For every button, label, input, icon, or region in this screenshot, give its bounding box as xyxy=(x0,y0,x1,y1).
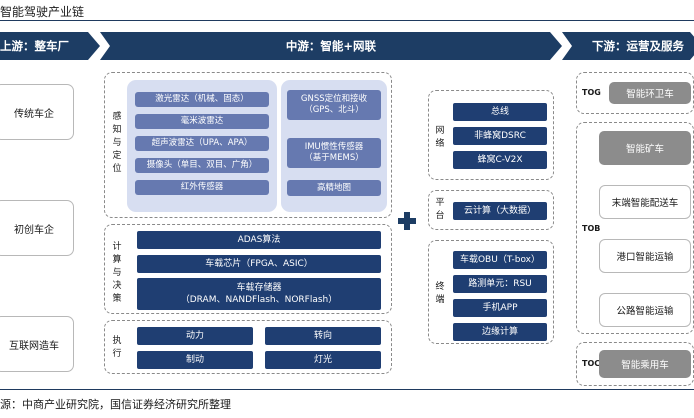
tog-tag: TOG xyxy=(582,88,601,97)
tob-group: TOB 智能矿车 末端智能配送车 港口智能运输 公路智能运输 xyxy=(576,122,694,334)
positioning-hdmap: 高精地图 xyxy=(287,180,381,196)
terminal-obu: 车载OBU（T-box） xyxy=(453,251,547,269)
positioning-imu: IMU惯性传感器 （基于MEMS） xyxy=(287,138,381,168)
sensor-infrared: 红外传感器 xyxy=(135,180,269,195)
platform-label: 平台 xyxy=(435,198,445,221)
compute-storage: 车载存储器 （DRAM、NANDFlash、NORFlash） xyxy=(137,278,381,310)
bottom-divider xyxy=(0,389,694,390)
positioning-panel: GNSS定位和接收 （GPS、北斗） IMU惯性传感器 （基于MEMS） 高精地… xyxy=(281,80,387,212)
header-upstream-label: 上游：整车厂 xyxy=(0,39,69,53)
sensor-panel: 激光雷达（机械、固态） 毫米波雷达 超声波雷达（UPA、APA） 摄像头（单目、… xyxy=(127,80,277,212)
network-cv2x: 蜂窝C-V2X xyxy=(453,151,547,169)
toc-passenger: 智能乘用车 xyxy=(599,350,691,378)
tog-group: TOG 智能环卫车 xyxy=(576,72,694,114)
header-downstream: 下游：运营及服务 xyxy=(562,32,694,60)
compute-label: 计算与决策 xyxy=(112,242,122,304)
network-dsrc: 非蜂窝DSRC xyxy=(453,127,547,145)
upstream-traditional: 传统车企 xyxy=(0,84,74,140)
terminal-app: 手机APP xyxy=(453,299,547,317)
positioning-gnss: GNSS定位和接收 （GPS、北斗） xyxy=(287,90,381,120)
sensor-ultrasonic: 超声波雷达（UPA、APA） xyxy=(135,136,269,151)
plus-icon xyxy=(398,212,416,230)
compute-chip: 车载芯片（FPGA、ASIC） xyxy=(137,255,381,273)
terminal-edge: 边缘计算 xyxy=(453,323,547,341)
network-bus: 总线 xyxy=(453,103,547,121)
compute-adas: ADAS算法 xyxy=(137,231,381,249)
terminal-label: 终端 xyxy=(435,282,445,305)
execution-steering: 转向 xyxy=(265,327,381,345)
top-divider xyxy=(0,20,694,21)
terminal-rsu: 路测单元：RSU xyxy=(453,275,547,293)
network-group: 网络 总线 非蜂窝DSRC 蜂窝C-V2X xyxy=(428,90,554,180)
execution-group: 执行 动力 转向 制动 灯光 xyxy=(104,320,392,374)
tog-sanitation: 智能环卫车 xyxy=(609,82,691,104)
figure-title: 智能驾驶产业链 xyxy=(0,5,85,19)
tob-tag: TOB xyxy=(582,224,601,233)
execution-light: 灯光 xyxy=(265,351,381,369)
perception-label: 感知与定位 xyxy=(112,112,122,174)
toc-tag: TOC xyxy=(582,359,601,368)
tob-port: 港口智能运输 xyxy=(599,239,691,273)
execution-power: 动力 xyxy=(137,327,253,345)
execution-label: 执行 xyxy=(112,336,122,359)
upstream-startup: 初创车企 xyxy=(0,200,74,256)
header-midstream-label: 中游：智能+网联 xyxy=(285,39,377,53)
platform-cloud: 云计算（大数据） xyxy=(453,202,547,220)
header-midstream: 中游：智能+网联 xyxy=(100,32,562,60)
upstream-internet-label: 互联网造车 xyxy=(9,340,59,352)
tob-delivery: 末端智能配送车 xyxy=(599,185,691,219)
terminal-group: 终端 车载OBU（T-box） 路测单元：RSU 手机APP 边缘计算 xyxy=(428,240,554,344)
tob-highway: 公路智能运输 xyxy=(599,293,691,327)
upstream-internet: 互联网造车 xyxy=(0,316,74,372)
upstream-traditional-label: 传统车企 xyxy=(14,108,54,120)
platform-group: 平台 云计算（大数据） xyxy=(428,190,554,230)
compute-group: 计算与决策 ADAS算法 车载芯片（FPGA、ASIC） 车载存储器 （DRAM… xyxy=(104,224,392,314)
tob-mining: 智能矿车 xyxy=(599,131,691,165)
perception-group: 感知与定位 激光雷达（机械、固态） 毫米波雷达 超声波雷达（UPA、APA） 摄… xyxy=(104,72,392,218)
header-downstream-label: 下游：运营及服务 xyxy=(592,39,684,53)
sensor-mmwave: 毫米波雷达 xyxy=(135,114,269,129)
upstream-startup-label: 初创车企 xyxy=(14,224,54,236)
toc-group: TOC 智能乘用车 xyxy=(576,342,694,386)
execution-brake: 制动 xyxy=(137,351,253,369)
header-upstream: 上游：整车厂 xyxy=(0,32,100,60)
source-note: 源：中商产业研究院，国信证券经济研究所整理 xyxy=(0,398,231,411)
network-label: 网络 xyxy=(435,126,445,149)
sensor-camera: 摄像头（单目、双目、广角） xyxy=(135,158,269,173)
sensor-lidar: 激光雷达（机械、固态） xyxy=(135,92,269,107)
